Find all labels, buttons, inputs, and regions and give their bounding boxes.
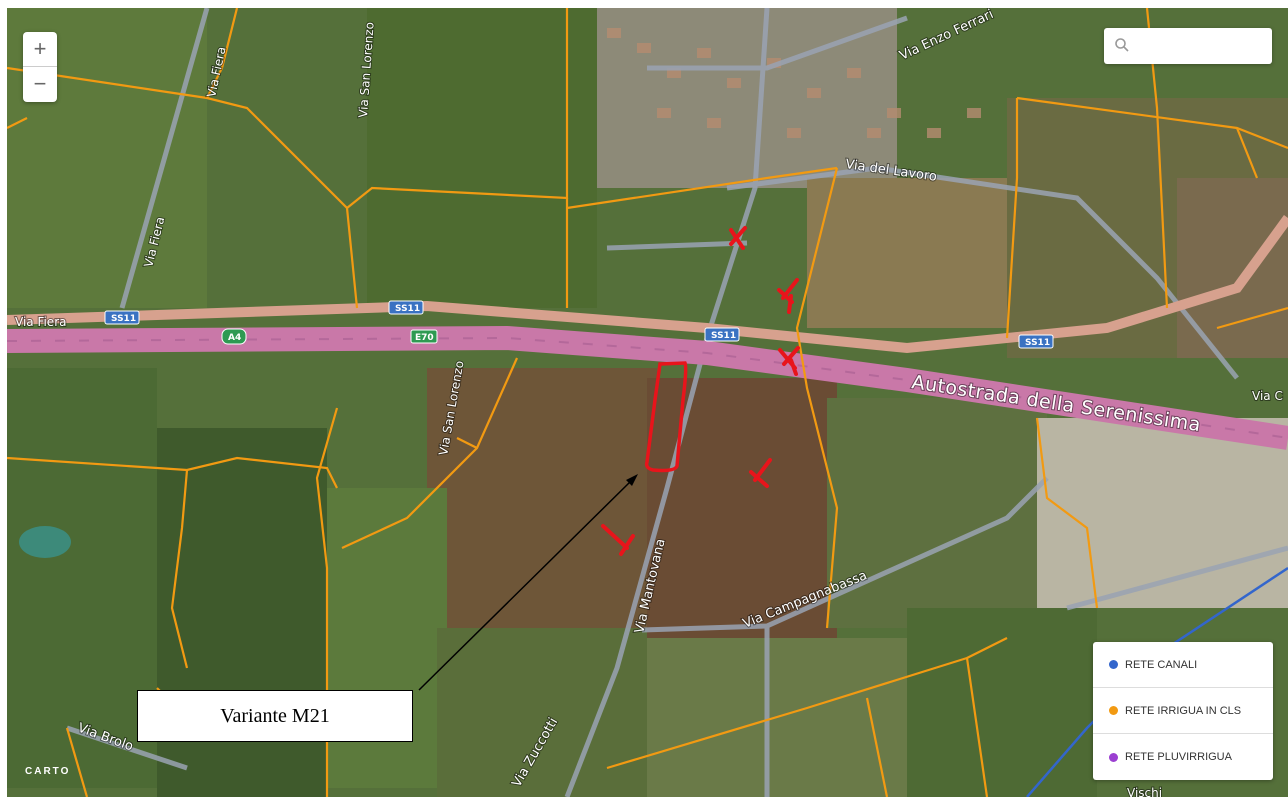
legend-dot-irrigua <box>1109 706 1118 715</box>
road-shield-a4: A4 <box>221 328 247 345</box>
legend-dot-canali <box>1109 660 1118 669</box>
road-label-vischi: Vischi <box>1127 786 1162 797</box>
road-shield-ss11-d: SS11 <box>1018 334 1054 349</box>
legend-item-rete-irrigua: RETE IRRIGUA IN CLS <box>1093 688 1273 734</box>
legend-item-rete-pluvirrigua: RETE PLUVIRRIGUA <box>1093 734 1273 780</box>
zoom-control: + − <box>23 32 57 102</box>
svg-text:SS11: SS11 <box>395 304 420 314</box>
callout-arrow <box>418 474 638 691</box>
marker-x-2[interactable] <box>777 278 799 314</box>
map-view[interactable]: Via Fiera Via San Lorenzo Via Enzo Ferra… <box>7 8 1288 797</box>
svg-text:E70: E70 <box>415 333 434 343</box>
road-label-via-c: Via C <box>1252 389 1283 403</box>
road-shield-ss11-a: SS11 <box>104 310 140 325</box>
marker-x-3[interactable] <box>778 346 800 376</box>
zoom-out-button[interactable]: − <box>33 71 47 96</box>
road-shield-ss11-b: SS11 <box>388 300 424 315</box>
road-shield-ss11-c: SS11 <box>704 327 740 342</box>
legend-label: RETE CANALI <box>1125 658 1198 671</box>
legend: RETE CANALI RETE IRRIGUA IN CLS RETE PLU… <box>1093 642 1273 780</box>
legend-dot-pluvirrigua <box>1109 752 1118 762</box>
variante-m21-outline[interactable] <box>644 361 688 473</box>
legend-item-rete-canali: RETE CANALI <box>1093 642 1273 688</box>
zoom-in-button[interactable]: + <box>23 32 57 67</box>
search-box[interactable] <box>1104 28 1272 64</box>
legend-label: RETE IRRIGUA IN CLS <box>1125 704 1242 717</box>
search-input[interactable] <box>1136 34 1268 58</box>
svg-text:A4: A4 <box>228 333 241 343</box>
marker-x-1[interactable] <box>729 226 747 250</box>
svg-text:SS11: SS11 <box>711 331 736 341</box>
legend-label: RETE PLUVIRRIGUA <box>1125 751 1232 763</box>
search-icon <box>1115 38 1129 52</box>
road-label-via-fiera-ss: Via Fiera <box>15 315 66 329</box>
callout-variante-m21: Variante M21 <box>137 690 413 742</box>
svg-text:SS11: SS11 <box>111 314 136 324</box>
marker-x-4[interactable] <box>749 458 772 488</box>
svg-text:SS11: SS11 <box>1025 338 1050 348</box>
carto-attribution[interactable]: CARTO <box>25 766 71 777</box>
marker-x-5[interactable] <box>601 524 635 556</box>
road-shield-e70: E70 <box>410 329 438 344</box>
